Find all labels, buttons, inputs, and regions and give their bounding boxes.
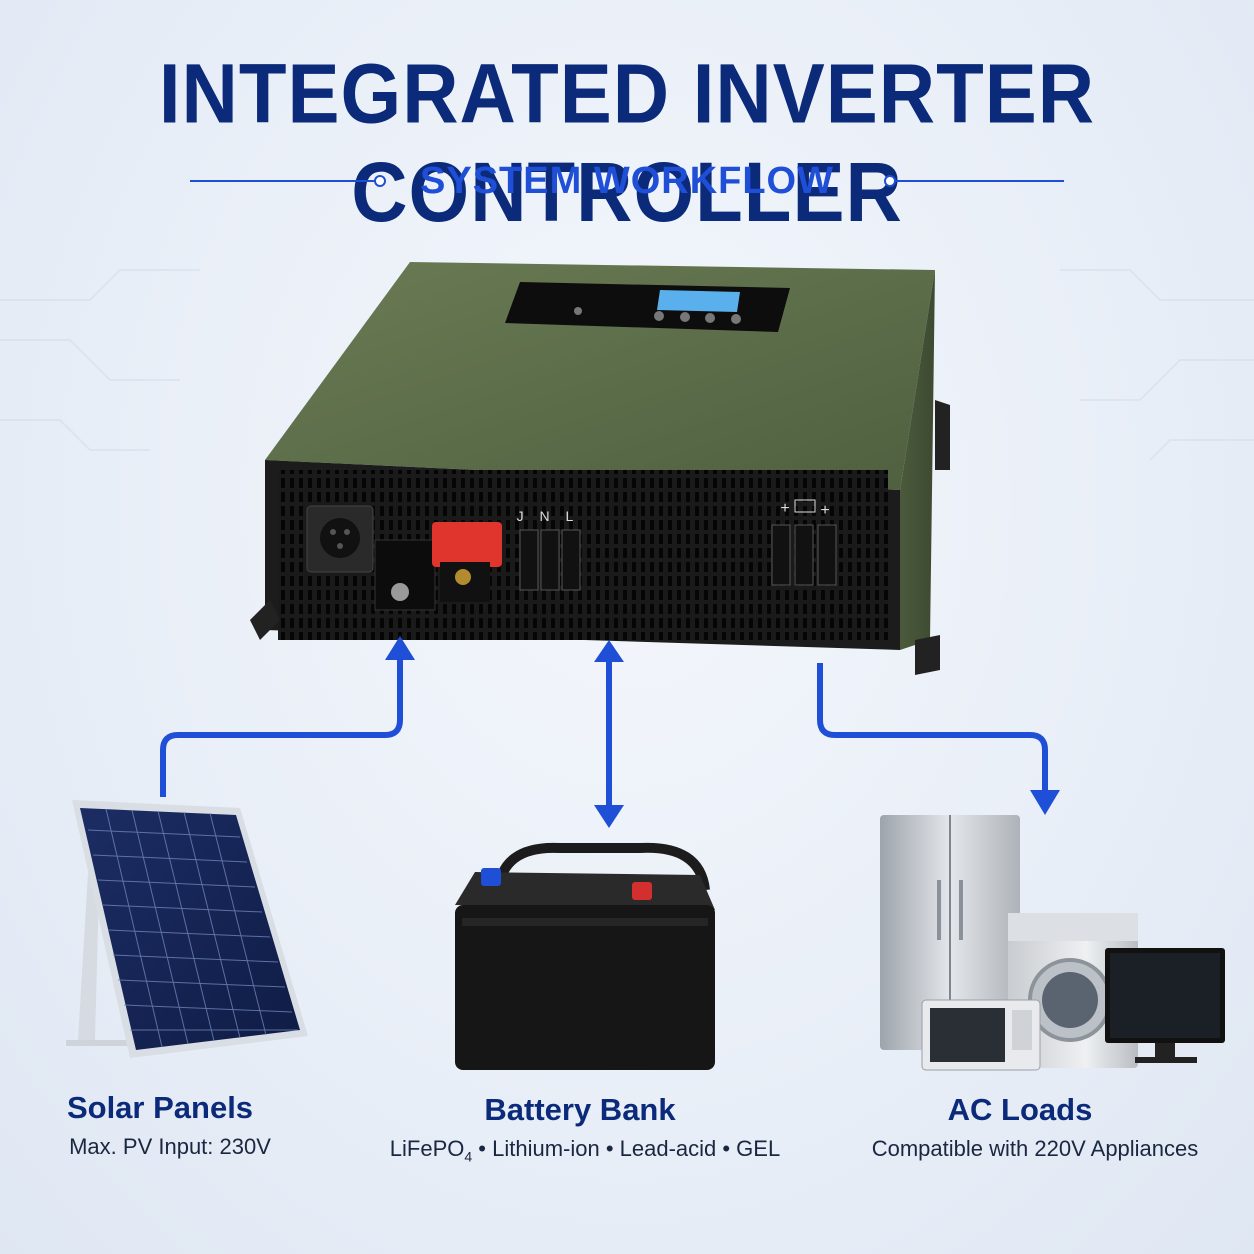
flow-arrows <box>160 660 1048 805</box>
mount-bracket-left <box>250 600 280 640</box>
subtitle-left-line <box>190 180 375 182</box>
inverter-side <box>900 270 935 650</box>
battery-chem-part-1: LiFePO <box>389 1136 465 1161</box>
ac-outlet-socket <box>320 518 360 558</box>
battery-plus-left: + <box>780 500 789 517</box>
arrowhead-down-battery <box>594 805 624 828</box>
solar-cells <box>80 808 300 1050</box>
battery-icon <box>794 499 816 513</box>
pv-terminal-screw <box>391 583 409 601</box>
page-title: INTEGRATED INVERTER CONTROLLER <box>158 45 1096 240</box>
subtitle-row: SYSTEM WORKFLOW <box>0 160 1254 204</box>
arrowhead-up-solar <box>385 636 415 660</box>
page-subtitle: SYSTEM WORKFLOW <box>420 160 834 202</box>
solar-grid-lines <box>87 808 298 1048</box>
arrow-inverter-to-loads <box>817 663 1048 790</box>
battery-handle <box>493 842 710 896</box>
battery-chem-part-2: • Lithium-ion • Lead-acid • GEL <box>472 1136 781 1161</box>
battery-lid <box>455 872 715 910</box>
ac-loads-illustration <box>880 815 1225 1071</box>
arrow-heads <box>385 636 1060 828</box>
arrowhead-up-battery <box>594 640 624 662</box>
battery-terminal-screw <box>455 569 471 585</box>
solar-panels-title: Solar Panels <box>66 1090 254 1125</box>
ac-loads-subtitle: Compatible with 220V Appliances <box>871 1136 1199 1161</box>
dc-terminal-block <box>771 524 837 586</box>
battery-chem-subscript: 4 <box>464 1148 473 1165</box>
battery-negative-terminal <box>481 868 501 886</box>
mount-bracket-side <box>935 400 950 470</box>
battery-plus-right: + <box>820 502 829 519</box>
solar-panel-illustration <box>66 800 308 1058</box>
ac-loads-title: AC Loads <box>947 1092 1093 1127</box>
circuit-background <box>0 269 1254 461</box>
pv-terminal-negative <box>374 539 436 611</box>
battery-positive-terminal <box>632 882 652 900</box>
arrowhead-down-loads <box>1030 790 1060 815</box>
solar-panels-subtitle: Max. PV Input: 230V <box>69 1134 271 1159</box>
battery-body <box>455 905 715 1070</box>
subtitle-left-dot <box>374 175 386 187</box>
lcd-screen <box>657 290 740 312</box>
battery-bank-subtitle: LiFePO4 • Lithium-ion • Lead-acid • GEL <box>380 1136 790 1164</box>
subtitle-right-line <box>894 180 1064 182</box>
ac-terminal-block <box>519 529 581 591</box>
mount-bracket-right <box>915 635 940 675</box>
arrow-solar-to-inverter <box>160 660 403 797</box>
inverter-unit: J N L + + <box>250 262 950 675</box>
battery-illustration <box>455 842 715 1070</box>
battery-bank-title: Battery Bank <box>484 1092 676 1127</box>
ac-terminal-labels: J N L <box>517 508 580 524</box>
battery-terminal-cover <box>432 522 502 567</box>
control-buttons <box>574 307 741 324</box>
